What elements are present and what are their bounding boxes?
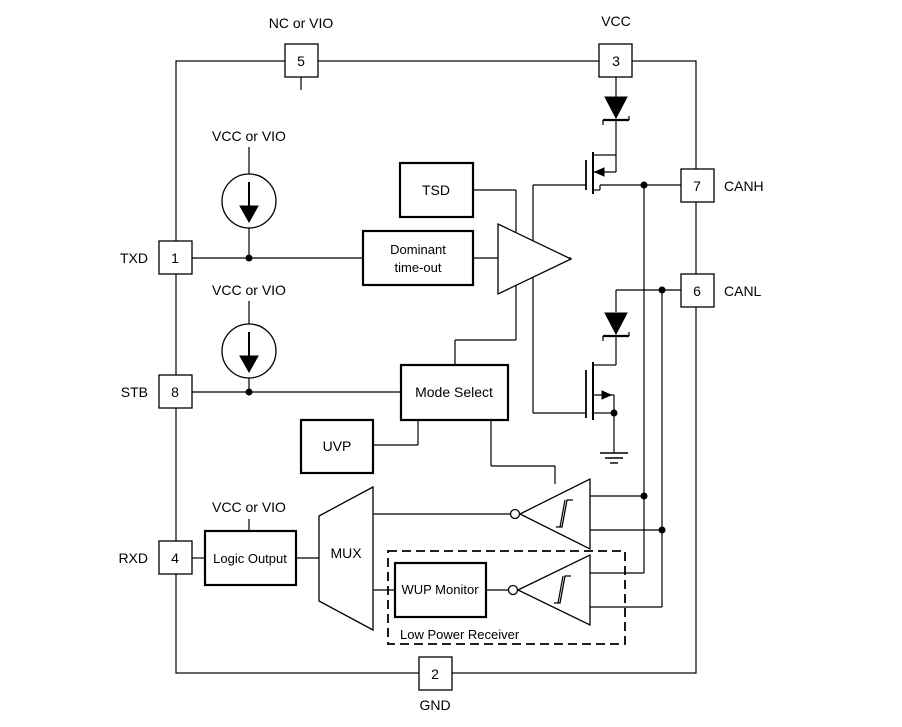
pin-8: 8 STB — [121, 374, 193, 409]
wiring — [192, 77, 681, 608]
stb-pullup-label: VCC or VIO — [212, 282, 286, 298]
pin-8-label: STB — [121, 384, 148, 400]
ground-icon — [600, 452, 628, 464]
normal-receiver — [509, 477, 591, 551]
tsd-label: TSD — [422, 182, 450, 198]
low-power-receiver-label: Low Power Receiver — [400, 627, 520, 642]
pin-3-label: VCC — [601, 13, 631, 29]
pin-8-number: 8 — [171, 384, 179, 400]
pin-1-label: TXD — [120, 250, 148, 266]
tsd-block: TSD — [398, 161, 475, 219]
pin-6-number: 6 — [693, 283, 701, 299]
dominant-timeout-label-1: Dominant — [390, 242, 446, 257]
junction-dots — [245, 181, 666, 534]
txd-pullup-label: VCC or VIO — [212, 128, 286, 144]
pin-3-number: 3 — [612, 53, 620, 69]
pin-4-label: RXD — [118, 550, 148, 566]
pin-5: 5 NC or VIO — [269, 15, 334, 78]
high-side-transistor — [585, 152, 617, 194]
pin-3: 3 VCC — [598, 13, 633, 78]
dominant-timeout-block: Dominant time-out — [361, 229, 475, 287]
pin-1-number: 1 — [171, 250, 179, 266]
logic-output-block: VCC or VIO Logic Output — [203, 499, 298, 587]
low-power-receiver-area: Low Power Receiver — [387, 550, 626, 645]
pin-4: 4 RXD — [118, 540, 193, 575]
pin-1: 1 TXD — [120, 240, 193, 275]
pin-2-label: GND — [419, 697, 450, 713]
dominant-timeout-label-2: time-out — [395, 260, 442, 275]
pin-7: 7 CANH — [680, 168, 764, 203]
wup-monitor-label: WUP Monitor — [401, 582, 479, 597]
uvp-label: UVP — [323, 438, 352, 454]
low-side-diode — [602, 312, 630, 341]
high-side-diode — [602, 96, 630, 125]
low-side-transistor — [585, 362, 615, 420]
pin-5-number: 5 — [297, 53, 305, 69]
mux-label: MUX — [330, 545, 362, 561]
pin-7-number: 7 — [693, 178, 701, 194]
pin-4-number: 4 — [171, 550, 179, 566]
pin-2-number: 2 — [431, 666, 439, 682]
logic-output-supply-label: VCC or VIO — [212, 499, 286, 515]
pin-5-label: NC or VIO — [269, 15, 334, 31]
mux-block: MUX — [318, 485, 374, 632]
pin-6: 6 CANL — [680, 273, 762, 308]
txd-current-source: VCC or VIO — [212, 128, 286, 229]
stb-current-source: VCC or VIO — [212, 282, 286, 379]
mode-select-label: Mode Select — [415, 384, 493, 400]
wup-monitor-block: WUP Monitor — [393, 561, 488, 619]
low-power-comparator — [507, 553, 591, 627]
pin-7-label: CANH — [724, 178, 764, 194]
pin-6-label: CANL — [724, 283, 762, 299]
driver-triangle — [497, 222, 573, 296]
uvp-block: UVP — [299, 418, 375, 475]
mode-select-block: Mode Select — [399, 363, 510, 422]
logic-output-label: Logic Output — [213, 551, 287, 566]
pin-2: 2 GND — [418, 656, 453, 713]
